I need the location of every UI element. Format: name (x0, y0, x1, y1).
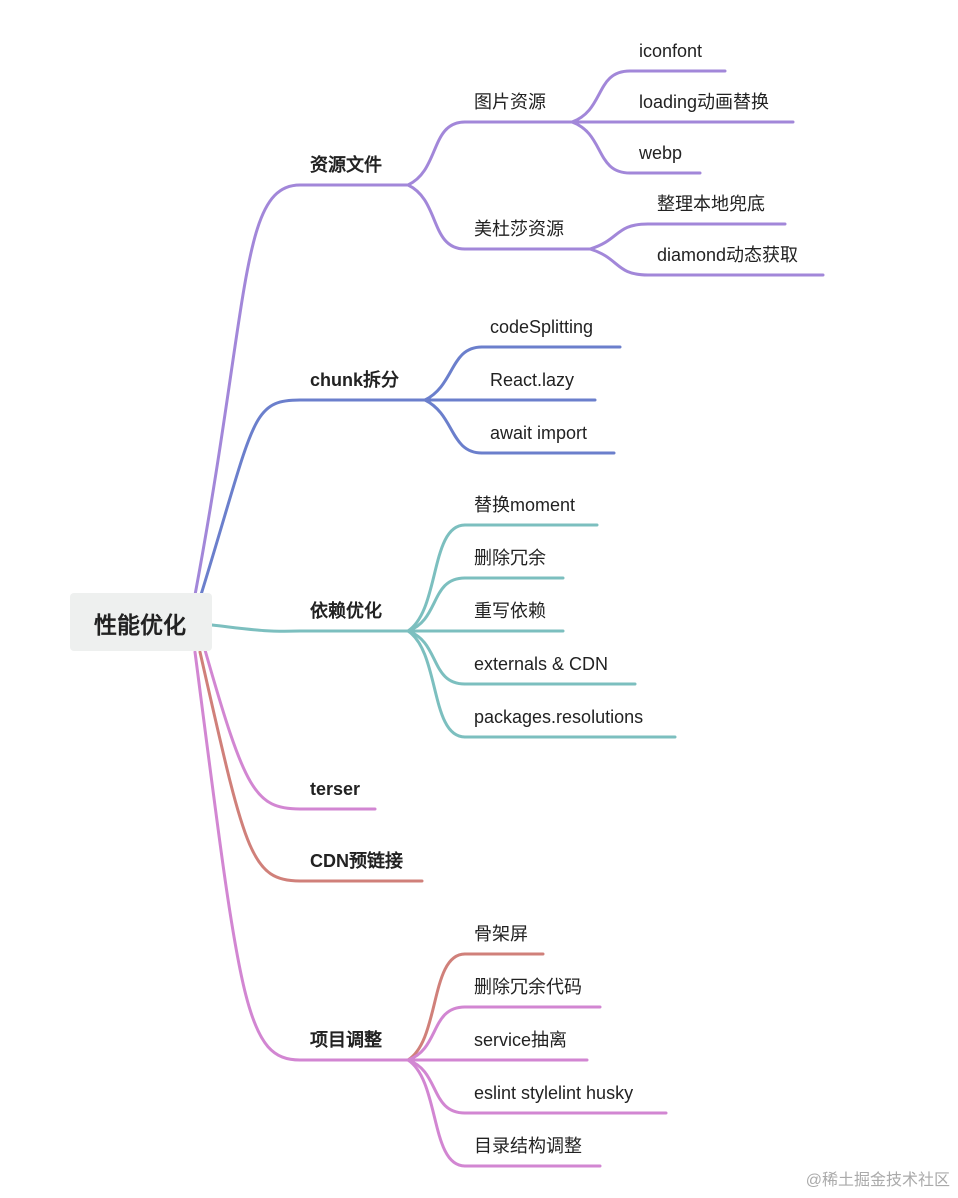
edge-root-cdn (198, 650, 302, 883)
node-chunk: chunk拆分 (310, 370, 400, 390)
node-deps: 依赖优化 (310, 601, 382, 621)
edge-project-delcode (406, 1005, 467, 1062)
edge-root-project (193, 650, 302, 1062)
node-resolutions: packages.resolutions (474, 707, 644, 727)
edge-project-eslint (406, 1058, 467, 1115)
edge-project-dirs (406, 1058, 467, 1168)
edge-deps-resolutions (406, 629, 467, 739)
node-service: service抽离 (474, 1030, 568, 1050)
node-react-lazy: React.lazy (490, 370, 575, 390)
edge-root-chunk (198, 398, 302, 600)
root-label: 性能优化 (94, 612, 186, 638)
edge-root-deps (210, 623, 302, 633)
node-eslint: eslint stylelint husky (474, 1083, 634, 1103)
edge-meidusha-diamond (588, 247, 650, 277)
edge-images-iconfont (570, 69, 632, 124)
edge-meidusha-local (588, 222, 650, 251)
node-externals: externals & CDN (474, 654, 609, 674)
node-webp: webp (639, 143, 683, 163)
edge-images-webp (570, 120, 632, 175)
node-meidusha: 美杜莎资源 (474, 219, 564, 239)
node-terser: terser (310, 779, 361, 799)
node-moment: 替换moment (474, 495, 576, 515)
node-diamond: diamond动态获取 (657, 245, 799, 265)
edge-root-terser (203, 648, 302, 811)
edge-project-skeleton (406, 952, 467, 1062)
edge-deps-externals (406, 629, 467, 686)
node-await-import: await import (490, 423, 588, 443)
node-skeleton: 骨架屏 (474, 924, 528, 944)
node-remove-code: 删除冗余代码 (474, 977, 582, 997)
node-resources: 资源文件 (310, 155, 382, 175)
edge-resources-images (406, 120, 467, 187)
node-dir-structure: 目录结构调整 (474, 1136, 582, 1156)
node-cdn: CDN预链接 (310, 851, 403, 871)
node-loading: loading动画替换 (639, 92, 770, 112)
edge-chunk-codesplit (423, 345, 484, 402)
edge-deps-moment (406, 523, 467, 633)
node-rewrite-deps: 重写依赖 (474, 601, 546, 621)
node-project: 项目调整 (310, 1030, 382, 1050)
node-codesplitting: codeSplitting (490, 317, 594, 337)
edge-chunk-await (423, 398, 484, 455)
node-remove-redundant: 删除冗余 (474, 548, 546, 568)
node-iconfont: iconfont (639, 41, 703, 61)
edge-deps-redundant (406, 576, 467, 633)
node-images: 图片资源 (474, 92, 546, 112)
watermark: @稀土掘金技术社区 (805, 1172, 950, 1189)
edge-resources-meidusha (406, 183, 467, 251)
node-local-fallback: 整理本地兜底 (657, 194, 765, 214)
root-node (70, 593, 212, 651)
edge-root-resources (193, 183, 302, 597)
